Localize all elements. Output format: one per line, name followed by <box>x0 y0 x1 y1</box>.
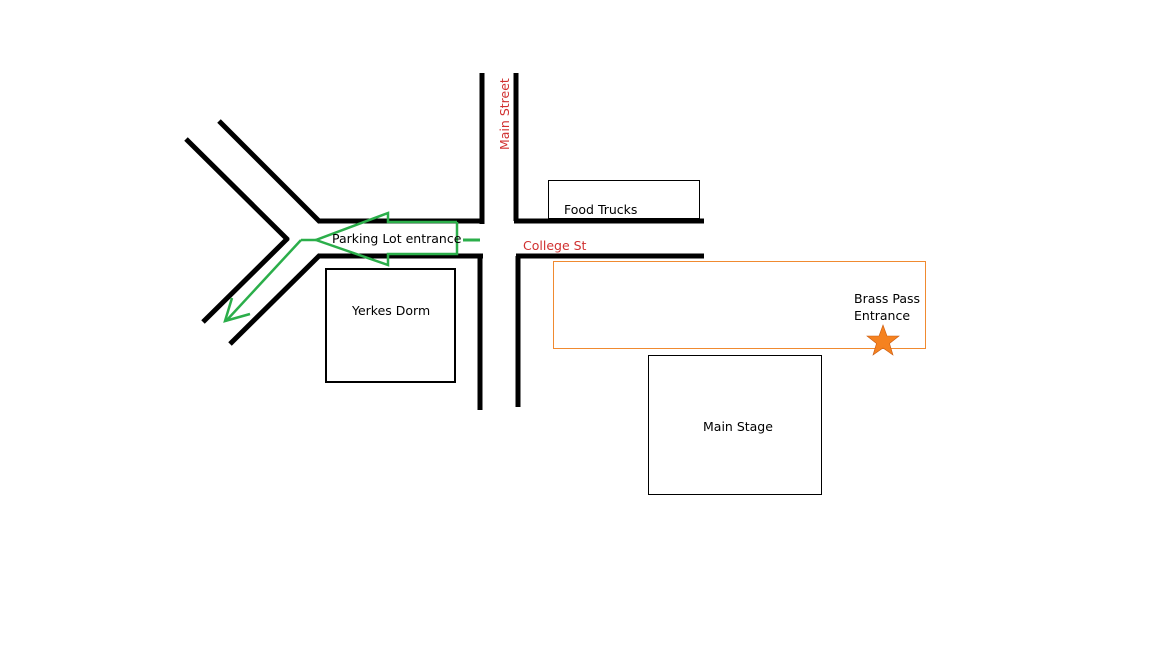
brass-pass-entrance-label-line2: Entrance <box>854 308 910 323</box>
brass-pass-area: Brass Pass Entrance <box>553 261 926 356</box>
food-trucks-area: Food Trucks <box>548 180 700 219</box>
route-arrowhead <box>223 297 251 323</box>
main-street-label: Main Street <box>497 78 512 150</box>
food-trucks-box <box>548 180 700 219</box>
main-stage-box <box>648 355 822 495</box>
parking-lot-entrance-label: Parking Lot entrance <box>332 231 462 246</box>
route-arrow-outline <box>312 211 459 267</box>
main-stage-building: Main Stage <box>648 355 822 495</box>
main-street-road <box>477 73 521 410</box>
main-stage-label: Main Stage <box>703 419 773 434</box>
yerkes-dorm-label: Yerkes Dorm <box>351 303 430 318</box>
yerkes-dorm-box <box>325 268 456 383</box>
diagonal-road-upper-outer <box>184 137 290 242</box>
brass-pass-area-box <box>553 261 926 349</box>
yerkes-dorm-building: Yerkes Dorm <box>325 268 456 383</box>
food-trucks-label: Food Trucks <box>564 202 637 217</box>
diagonal-roads <box>184 119 322 346</box>
diagonal-road-upper-inner <box>217 119 322 224</box>
college-st-label: College St <box>523 238 587 253</box>
route-diagonal-line <box>225 239 302 322</box>
green-arrow-icon <box>223 211 480 323</box>
star-icon <box>866 324 900 356</box>
diagonal-road-lower-outer <box>201 236 290 324</box>
diagonal-road-lower-inner <box>228 253 322 346</box>
brass-pass-entrance-label-line1: Brass Pass <box>854 291 920 306</box>
